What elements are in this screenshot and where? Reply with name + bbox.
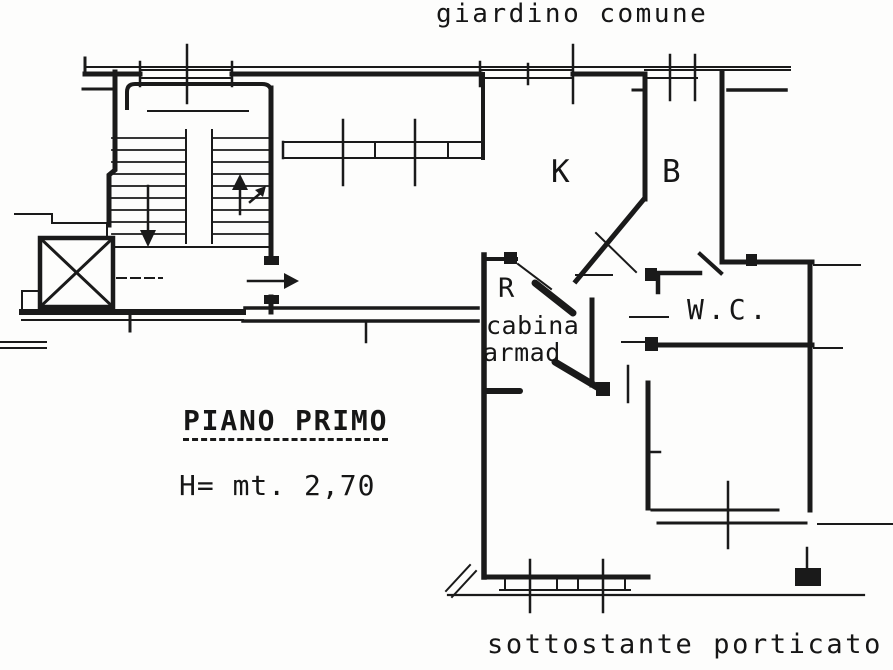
elevator-shaft: [21, 235, 163, 313]
bedroom-walls: [626, 364, 893, 550]
stairs-steps: [111, 129, 272, 248]
room-label-bathroom: B: [662, 154, 681, 190]
stairwell-walls: [14, 69, 274, 315]
entrance-arrow-icon: [246, 273, 299, 289]
room-label-wc: W.C.: [687, 293, 771, 326]
inner-window-wall: [281, 72, 485, 187]
room-label-closet-1: cabina: [486, 311, 580, 340]
top-wall: [82, 56, 791, 77]
landing-south-wall: [19, 309, 246, 333]
garden-caption: giardino comune: [436, 0, 709, 29]
terrace-boundary: [444, 546, 866, 599]
corridor-wall: [241, 306, 480, 344]
entrance-door: [264, 256, 279, 304]
ceiling-height-label: H= mt. 2,70: [179, 469, 376, 502]
portico-caption: sottostante porticato: [487, 629, 883, 660]
door-leaf-closet-upper: [531, 279, 577, 317]
stairs-down-arrow-icon: [140, 184, 156, 247]
bath-east-wall: [697, 69, 788, 276]
living-room-south-wall: [481, 558, 651, 614]
elevator-x-icon: [37, 235, 116, 310]
floor-title: PIANO PRIMO: [183, 406, 389, 442]
room-label-storage: R: [498, 273, 515, 304]
room-label-kitchen: K: [551, 154, 570, 190]
wc-walls: [621, 259, 861, 513]
top-wall-windows: [138, 43, 698, 105]
door-leaf-closet-lower: [551, 358, 610, 396]
kitchen-bath-wall: [631, 75, 648, 202]
closet-walls: [483, 297, 595, 394]
living-room-west-wall: [481, 252, 553, 580]
stairs-up-arrow-icon: [232, 174, 266, 216]
hall-diagonal-wall: [572, 195, 648, 285]
room-label-closet-2: armad: [483, 338, 561, 367]
left-boundary-lines: [0, 341, 47, 349]
